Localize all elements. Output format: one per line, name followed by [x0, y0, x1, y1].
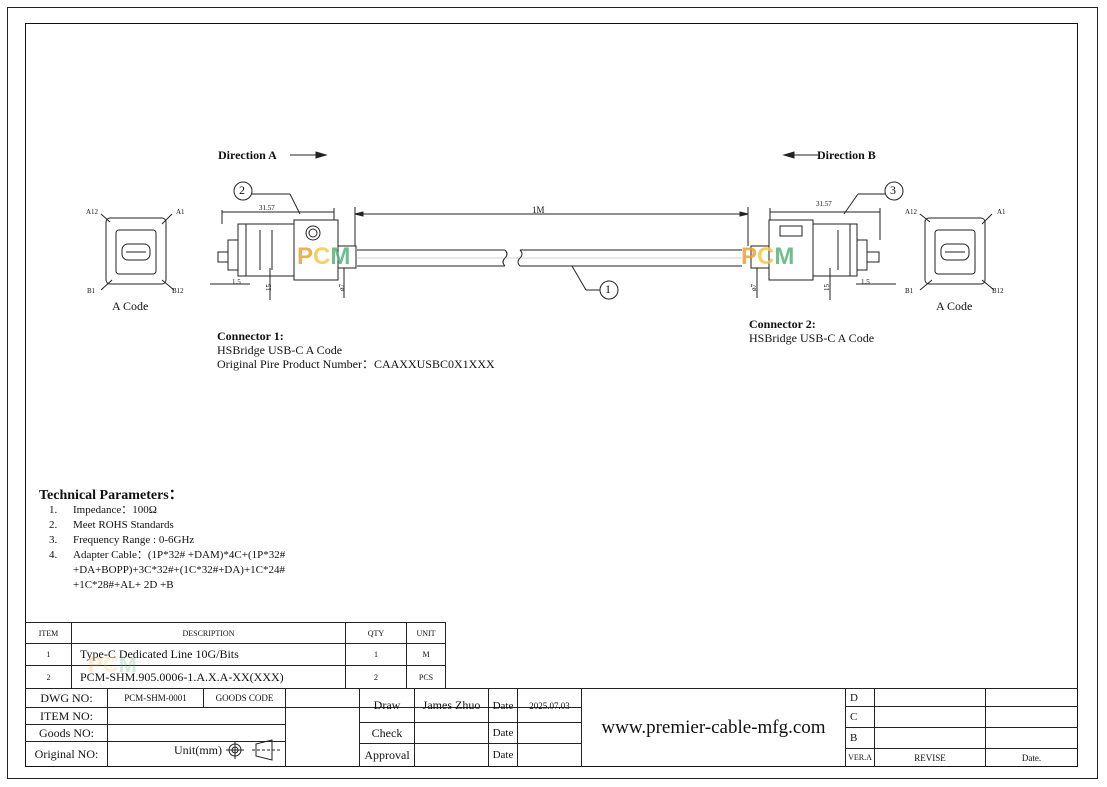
connector1-line2: Original Pire Product Number：CAAXXUSBC0X…	[217, 357, 495, 371]
rev-b: B	[850, 732, 858, 744]
bom-row-2-item: 2	[46, 672, 51, 682]
tech-item-2-num: 2.	[49, 519, 58, 531]
draw-name: James Zhuo	[422, 698, 481, 712]
tech-item-4-num: 4.	[49, 549, 58, 561]
right-height-dim-text: 15	[823, 284, 831, 291]
direction-a-arrowhead	[315, 151, 328, 159]
tech-item-3-num: 3.	[49, 534, 58, 546]
rev-c: C	[850, 711, 858, 723]
tech-item-2-text: Meet ROHS Standards	[73, 519, 174, 531]
tech-item-4-text: Adapter Cable：(1P*32# +DAM)*4C+(1P*32#	[73, 549, 286, 561]
dwg-no-label: DWG NO:	[40, 690, 93, 705]
left-small-dim-text: 1.5	[232, 278, 241, 286]
item-no-label: ITEM NO:	[40, 708, 93, 723]
left-connector-side-view	[210, 208, 357, 300]
bom-row-2-qty: 2	[374, 672, 378, 682]
left-connector-front-view	[100, 213, 175, 291]
right-diameter-text: ø7	[750, 284, 758, 291]
company-website: www.premier-cable-mfg.com	[601, 717, 826, 738]
logo-letter-p: P	[88, 652, 103, 677]
revision-date-label: Date.	[1021, 752, 1042, 763]
direction-b-label: Direction B	[817, 148, 876, 162]
version-label: VER.A	[848, 753, 872, 762]
left-pin-b1: B1	[87, 287, 96, 295]
tech-item-1-num: 1.	[49, 504, 58, 516]
logo-letter-c: C	[757, 243, 775, 270]
draw-label: Draw	[373, 698, 401, 712]
left-a-code-label: A Code	[112, 299, 149, 313]
direction-b-arrowhead	[782, 151, 795, 159]
bom-row-2-description: PCM-SHM.905.0006-1.A.X.A-XX(XXX)	[80, 669, 284, 684]
right-connector-length-text: 31.57	[816, 200, 832, 208]
check-label: Check	[371, 725, 403, 740]
left-pcm-logo: PCM	[297, 243, 350, 271]
draw-date-value: 2025.07.03	[529, 700, 570, 711]
right-a-code-label: A Code	[936, 299, 973, 313]
logo-letter-c: C	[313, 243, 331, 270]
bom-header-qty: QTY	[367, 628, 385, 638]
approval-date-label: Date	[492, 749, 514, 761]
callout-1-number: 1	[605, 282, 611, 296]
left-connector-length-text: 31.57	[259, 204, 275, 212]
logo-letter-p: P	[297, 243, 314, 270]
rev-d: D	[850, 691, 858, 704]
original-no-label: Original NO:	[34, 746, 99, 761]
dwg-no-value: PCM-SHM-0001	[124, 693, 187, 703]
logo-letter-c: C	[102, 652, 119, 677]
left-pin-a12: A12	[86, 208, 99, 216]
bom-header-description: DESCRIPTION	[182, 628, 235, 638]
goods-no-label: Goods NO:	[38, 725, 94, 740]
connector2-line1: HSBridge USB-C A Code	[749, 331, 875, 345]
revise-label: REVISE	[914, 752, 946, 763]
tech-item-4-cont2: +1C*28#+AL+ 2D +B	[73, 579, 174, 591]
right-small-dim-text: 1.5	[861, 278, 870, 286]
left-pin-b12: B12	[172, 287, 184, 295]
tech-item-1-text: Impedance：100Ω	[73, 504, 157, 516]
draw-date-label: Date	[492, 699, 514, 712]
inner-frame	[25, 23, 1078, 767]
logo-letter-m: M	[774, 243, 795, 270]
callout-3-number: 3	[890, 183, 896, 197]
bom-header-item: ITEM	[38, 628, 59, 638]
bom-row-1-qty: 1	[374, 650, 378, 659]
bom-header-unit: UNIT	[416, 628, 436, 638]
tech-item-4-cont1: +DA+BOPP)+3C*32#+(1C*32#+DA)+1C*24#	[73, 564, 286, 576]
bom-pcm-watermark: PCM	[88, 652, 137, 678]
unit-label: Unit(mm)	[174, 743, 222, 757]
bom-row-2-unit: PCS	[418, 672, 434, 682]
goods-code-label: GOODS CODE	[215, 693, 274, 703]
length-dimension-text: 1M	[532, 205, 545, 215]
approval-label: Approval	[364, 747, 410, 762]
right-pin-b1: B1	[905, 287, 914, 295]
bom-row-1-unit: M	[422, 650, 430, 659]
callout-2-circle	[233, 181, 253, 201]
direction-a-label: Direction A	[218, 148, 277, 162]
logo-letter-m: M	[118, 652, 137, 677]
right-pcm-logo: PCM	[741, 243, 794, 271]
bom-row-1-item: 1	[46, 650, 51, 659]
callout-2-number: 2	[239, 183, 245, 197]
left-diameter-text: ø7	[338, 284, 346, 291]
logo-letter-p: P	[741, 243, 758, 270]
tech-params-title: Technical Parameters：	[39, 488, 183, 503]
left-pin-a1: A1	[176, 208, 185, 216]
right-pin-a1: A1	[997, 208, 1006, 216]
right-pin-a12: A12	[905, 208, 918, 216]
right-pin-b12: B12	[992, 287, 1004, 295]
left-height-dim-text: 15	[265, 284, 273, 291]
tech-item-3-text: Frequency Range : 0-6GHz	[73, 534, 195, 546]
logo-letter-m: M	[330, 243, 351, 270]
outer-frame	[7, 7, 1098, 779]
connector1-line1: HSBridge USB-C A Code	[217, 343, 343, 357]
bom-row-1-description: Type-C Dedicated Line 10G/Bits	[80, 647, 239, 661]
right-connector-front-view	[919, 213, 995, 291]
connector1-title: Connector 1:	[217, 329, 284, 343]
callout-3-circle	[884, 181, 904, 201]
connector2-title: Connector 2:	[749, 317, 816, 331]
check-date-label: Date	[492, 727, 514, 739]
right-connector-side-view	[750, 208, 896, 300]
